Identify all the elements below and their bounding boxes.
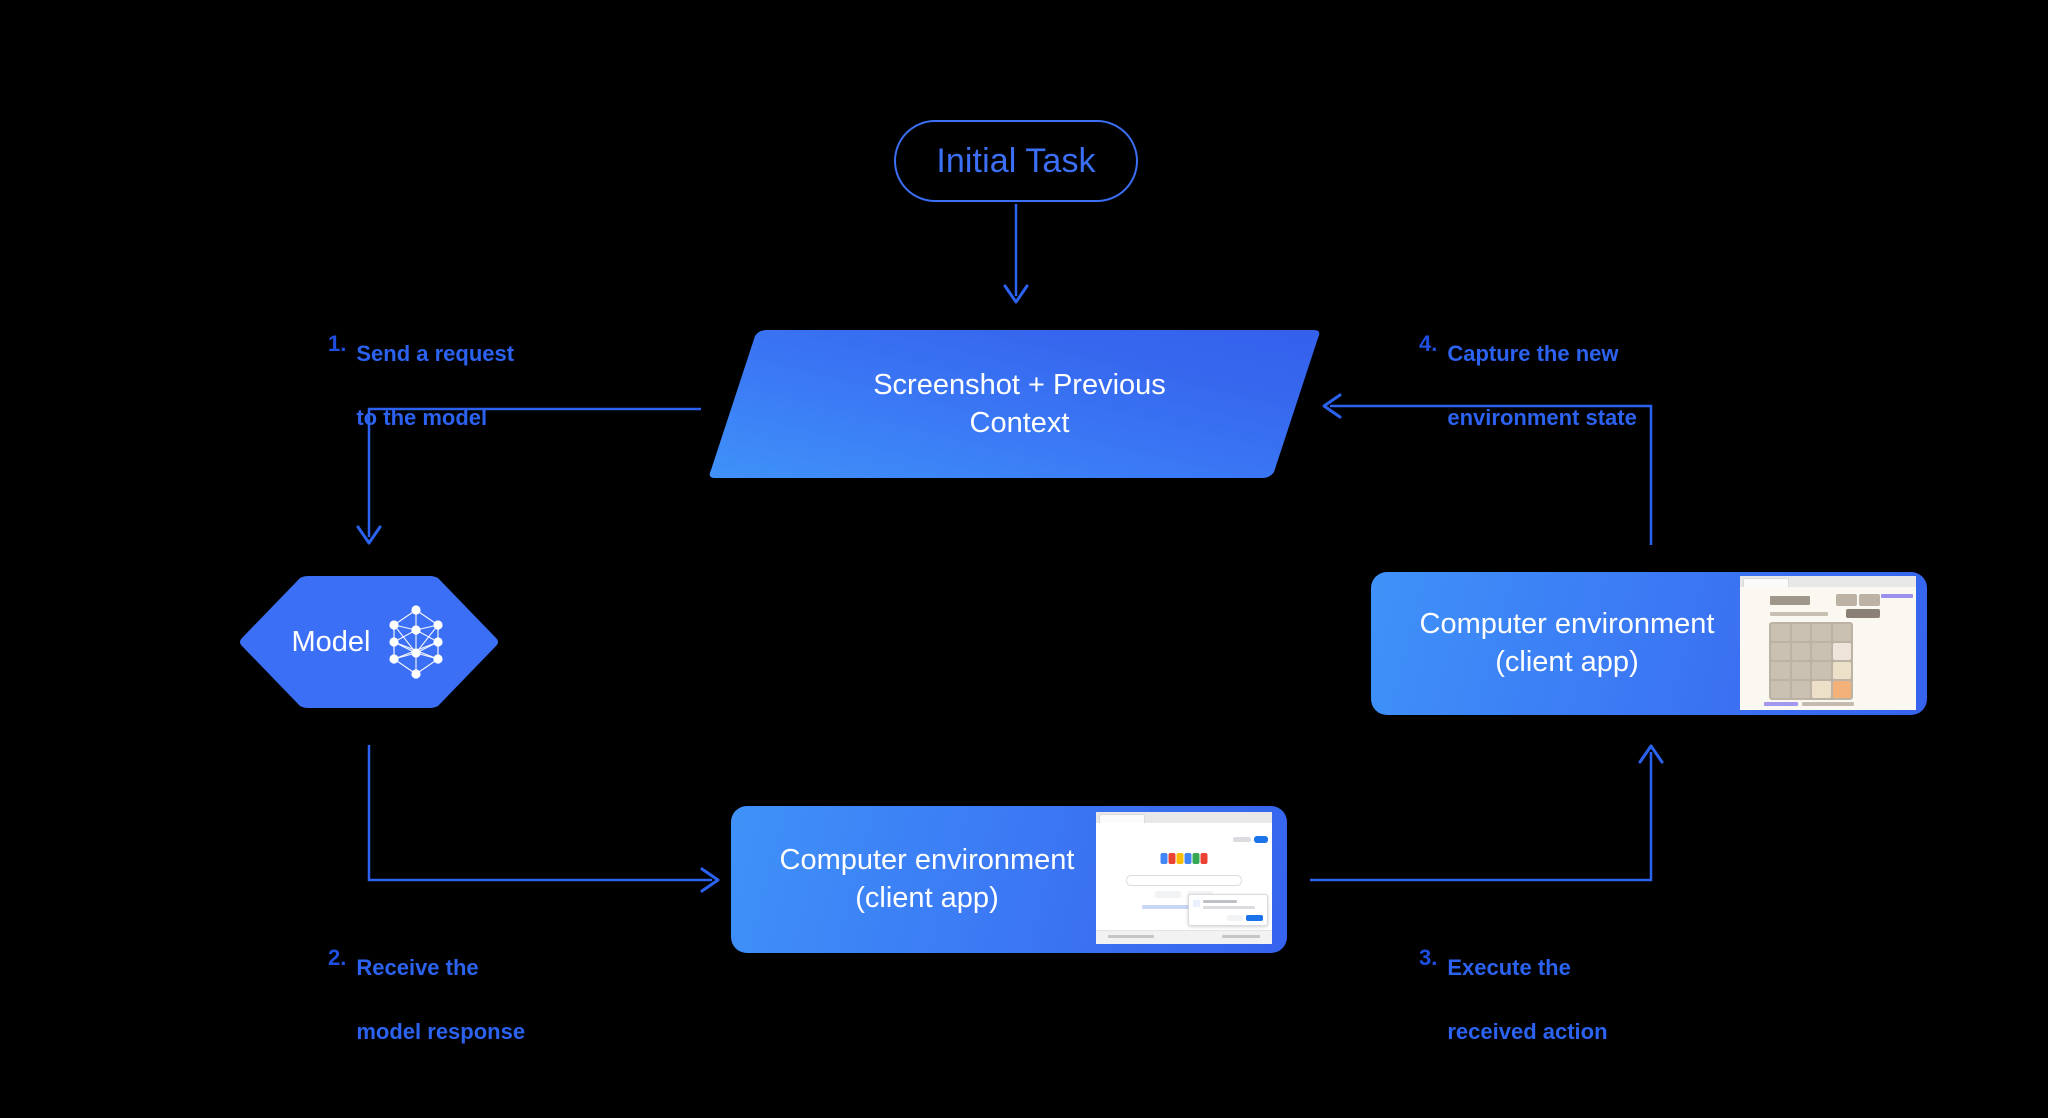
step-4-line-1: Capture the new	[1447, 340, 1619, 366]
game-2048-header-links	[1881, 594, 1913, 598]
game-2048-subtitle	[1770, 612, 1828, 616]
step-label-1: 1. Send a request to the model	[328, 306, 514, 434]
tile-cell	[1812, 624, 1831, 641]
step-4-line-2: environment state	[1447, 404, 1637, 430]
score-box	[1836, 594, 1857, 606]
google-home-page	[1096, 823, 1272, 944]
tile-cell-4	[1812, 681, 1831, 698]
context-line-2: Context	[969, 407, 1070, 439]
step-1-line-2: to the model	[356, 404, 488, 430]
tile-cell	[1771, 624, 1790, 641]
connector-initial-to-context	[1003, 204, 1029, 304]
initial-task-label: Initial Task	[936, 141, 1096, 180]
game-2048-title	[1770, 596, 1810, 605]
browser-tab	[1099, 813, 1145, 824]
game-2048-grid	[1769, 622, 1853, 700]
tile-cell-8	[1832, 681, 1851, 698]
step-3-text: Execute the received action	[1447, 920, 1607, 1048]
tile-cell	[1812, 662, 1831, 679]
env-bottom-line-1: Computer environment	[779, 843, 1075, 876]
parallelogram-shape	[709, 330, 1320, 478]
step-2-line-1: Receive the	[356, 954, 479, 980]
step-2-line-2: model response	[356, 1018, 526, 1044]
tile-cell	[1812, 643, 1831, 660]
browser-tab	[1743, 577, 1789, 588]
tile-cell-4	[1832, 662, 1851, 679]
tile-cell	[1791, 662, 1810, 679]
game-2048-page	[1740, 587, 1916, 710]
step-1-number: 1.	[328, 331, 347, 356]
model-label: Model	[291, 625, 371, 658]
env-card-right-label: Computer environment (client app)	[1391, 605, 1743, 683]
context-line-1: Screenshot + Previous	[873, 368, 1166, 401]
connector-env-bottom-to-env-right	[1310, 744, 1664, 882]
thumbnail-2048-game	[1740, 576, 1916, 710]
step-label-3: 3. Execute the received action	[1419, 920, 1608, 1048]
connector-model-to-env-bottom	[367, 745, 720, 893]
dialog-icon	[1193, 900, 1200, 907]
step-1-line-1: Send a request	[356, 340, 515, 366]
env-right-line-2: (client app)	[1495, 646, 1639, 679]
game-2048-score-boxes	[1836, 594, 1880, 606]
google-language-links	[1142, 905, 1226, 909]
avatar	[1254, 836, 1268, 843]
tile-cell-2	[1832, 643, 1851, 660]
tile-cell	[1771, 662, 1790, 679]
new-game-button[interactable]	[1846, 609, 1880, 618]
env-right-line-1: Computer environment	[1419, 607, 1715, 640]
thumbnail-google-search	[1096, 812, 1272, 944]
step-3-line-1: Execute the	[1447, 954, 1571, 980]
dialog-body-line	[1203, 906, 1255, 909]
best-box	[1859, 594, 1880, 606]
tile-cell	[1791, 681, 1810, 698]
env-card-bottom-label: Computer environment (client app)	[751, 841, 1103, 919]
tile-cell	[1832, 624, 1851, 641]
tile-cell	[1771, 643, 1790, 660]
game-2048-footer-link	[1764, 702, 1798, 706]
game-2048-footer-text	[1802, 702, 1854, 706]
node-screenshot-context[interactable]: Screenshot + Previous Context	[707, 330, 1322, 478]
gmail-images-links	[1233, 837, 1251, 842]
step-4-text: Capture the new environment state	[1447, 306, 1637, 434]
tile-cell	[1791, 643, 1810, 660]
google-search-button[interactable]	[1155, 891, 1181, 898]
dialog-secondary-button[interactable]	[1227, 915, 1243, 921]
node-initial-task[interactable]: Initial Task	[894, 120, 1138, 202]
tile-cell	[1791, 624, 1810, 641]
env-bottom-line-2: (client app)	[855, 882, 999, 915]
google-logo	[1160, 853, 1208, 864]
step-label-4: 4. Capture the new environment state	[1419, 306, 1637, 434]
step-label-2: 2. Receive the model response	[328, 920, 525, 1048]
step-4-number: 4.	[1419, 331, 1438, 356]
search-input[interactable]	[1126, 875, 1242, 886]
step-3-number: 3.	[1419, 945, 1438, 970]
google-footer	[1096, 930, 1272, 944]
step-2-text: Receive the model response	[356, 920, 525, 1048]
tile-cell	[1771, 681, 1790, 698]
footer-left-links	[1108, 935, 1154, 938]
hexagon-shape	[240, 576, 498, 708]
footer-right-links	[1222, 935, 1260, 938]
neural-network-icon	[388, 605, 443, 679]
screenshot-context-text: Screenshot + Previous Context	[707, 330, 1322, 478]
step-2-number: 2.	[328, 945, 347, 970]
dialog-primary-button[interactable]	[1246, 915, 1263, 921]
dialog-title-line	[1203, 900, 1237, 903]
google-account-area	[1233, 836, 1268, 843]
node-model[interactable]: Model	[238, 576, 500, 708]
google-dialog-popup	[1188, 894, 1268, 926]
step-3-line-2: received action	[1447, 1018, 1608, 1044]
step-1-text: Send a request to the model	[356, 306, 514, 434]
